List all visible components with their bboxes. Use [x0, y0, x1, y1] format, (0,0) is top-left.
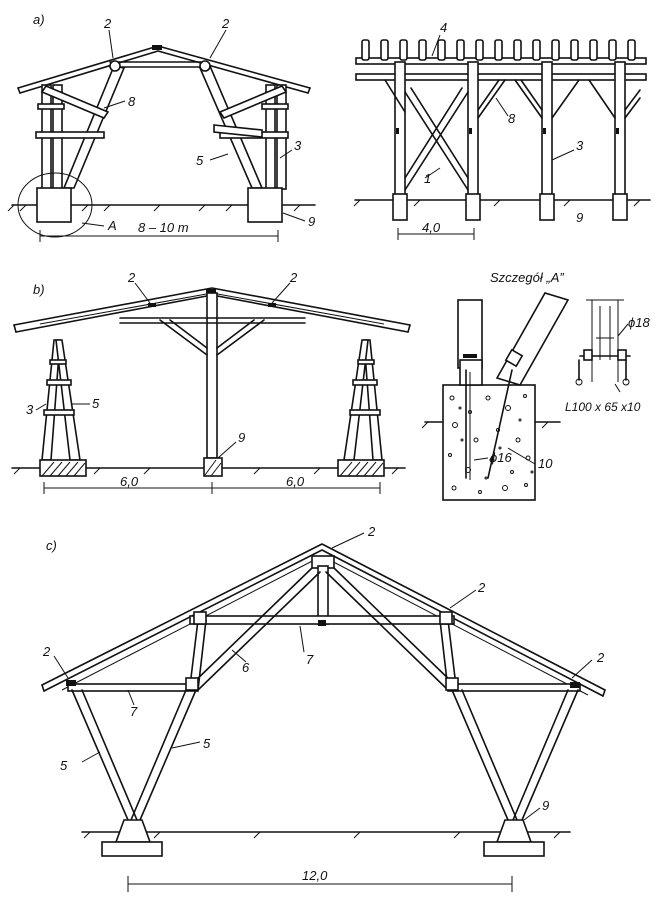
roof-batten [570, 39, 579, 61]
dimension-b-left: 6,0 [120, 474, 139, 489]
callout-c-7-center: 7 [306, 652, 314, 667]
callout-b-2-right: 2 [289, 270, 298, 285]
callout-c-5-right: 5 [203, 736, 211, 751]
roof-batten [608, 39, 617, 61]
label-section-b: b) [33, 282, 45, 297]
roof-batten [475, 39, 484, 61]
label-section-c: c) [46, 538, 57, 553]
callout-a-1: 1 [424, 171, 431, 186]
section-c-frame [41, 532, 606, 892]
callout-c-6: 6 [242, 660, 250, 675]
detail-title: Szczegół „A” [490, 270, 564, 285]
callout-c-2-far-right: 2 [596, 650, 605, 665]
callout-c-2-left: 2 [42, 644, 51, 659]
section-a-side-elevation [353, 34, 651, 240]
callout-c-2-ridge: 2 [367, 524, 376, 539]
roof-batten [494, 39, 503, 61]
roof-batten [437, 39, 446, 61]
detail-phi16: ϕ16 [490, 450, 512, 465]
roof-batten [513, 39, 522, 61]
dimension-a-span: 8 – 10 m [138, 220, 189, 235]
callout-a-8-right: 8 [508, 111, 516, 126]
labels: a) 2 2 8 5 3 9 A 8 – 10 m 4 8 3 1 9 4,0 … [26, 12, 650, 883]
callout-a-4: 4 [440, 20, 447, 35]
callout-a-3: 3 [294, 138, 302, 153]
callout-a-A: A [107, 218, 117, 233]
detail-callout-10: 10 [538, 456, 553, 471]
callout-b-3: 3 [26, 402, 34, 417]
roof-batten [380, 39, 389, 61]
callout-a-9: 9 [308, 214, 315, 229]
detail-angle: L100 x 65 x10 [565, 400, 641, 414]
callout-b-9: 9 [238, 430, 245, 445]
detail-a [421, 292, 631, 501]
callout-a-2-left: 2 [103, 16, 112, 31]
callout-c-5-left: 5 [60, 758, 68, 773]
roof-batten [551, 39, 560, 61]
section-a-cross-section [7, 29, 316, 242]
section-b-frame [11, 282, 411, 494]
callout-a-9-right: 9 [576, 210, 583, 225]
callout-a-5: 5 [196, 153, 204, 168]
callout-b-2-left: 2 [127, 270, 136, 285]
callout-a-3-right: 3 [576, 138, 584, 153]
roof-batten [361, 39, 370, 61]
dimension-b-right: 6,0 [286, 474, 305, 489]
roof-batten [589, 39, 598, 61]
callout-c-9: 9 [542, 798, 549, 813]
roof-batten [418, 39, 427, 61]
callout-c-2-right: 2 [477, 580, 486, 595]
callout-a-2-right: 2 [221, 16, 230, 31]
roof-batten [532, 39, 541, 61]
callout-c-7-left: 7 [130, 704, 138, 719]
dimension-c-span: 12,0 [302, 868, 328, 883]
detail-phi18: ϕ18 [628, 315, 650, 330]
roof-batten [456, 39, 465, 61]
roof-batten [627, 39, 636, 61]
dimension-a-bay: 4,0 [422, 220, 441, 235]
roof-batten [399, 39, 408, 61]
callout-a-8: 8 [128, 94, 136, 109]
label-section-a: a) [33, 12, 45, 27]
callout-b-5: 5 [92, 396, 100, 411]
